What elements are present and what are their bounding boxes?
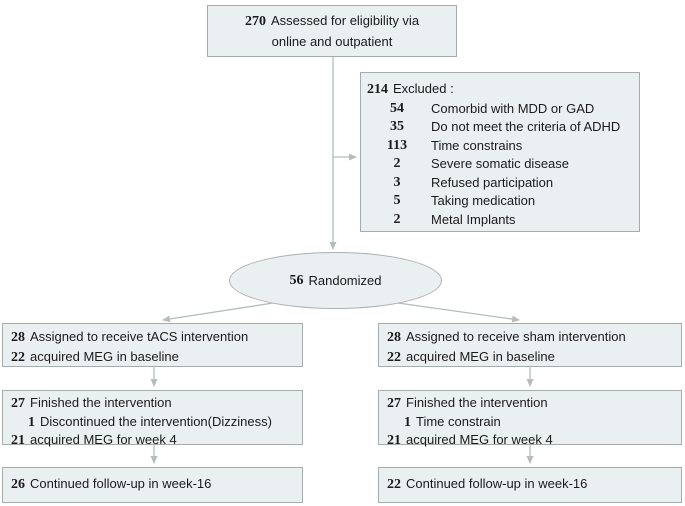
excluded-item: 3 Refused participation <box>367 174 633 193</box>
tacs-week4-box: 27 Finished the intervention 1 Discontinue… <box>2 390 303 448</box>
flow-line-text: Assessed for eligibility via <box>270 13 420 28</box>
flow-line: 1 Time constrain <box>404 413 673 432</box>
flow-line: 22 Continued follow-up in week-16 <box>387 476 673 493</box>
count-value: 27 <box>11 396 25 411</box>
flow-line-text: acquired MEG in baseline <box>30 349 179 364</box>
excluded-item: 2 Severe somatic disease <box>367 155 633 174</box>
count-value: 5 <box>393 193 401 208</box>
excluded-box: 214 Excluded : 54 Comorbid with MDD or GAD… <box>360 72 640 232</box>
count-value: 56 <box>289 272 304 288</box>
flow-line-text: Assigned to receive tACS intervention <box>30 329 249 344</box>
flow-line: 26 Continued follow-up in week-16 <box>11 476 294 493</box>
flow-line-text: Discontinued the intervention(Dizziness) <box>40 413 272 429</box>
excluded-item-label: Refused participation <box>431 174 554 190</box>
flow-line: 27 Finished the intervention <box>387 394 673 413</box>
count-value: 22 <box>11 350 25 365</box>
edge-randomized-to-sham <box>397 302 520 323</box>
excluded-item: 2 Metal Implants <box>367 211 633 230</box>
excluded-header-label: Excluded : <box>393 81 454 96</box>
tacs-followup-box: 26 Continued follow-up in week-16 <box>2 467 303 503</box>
count-value: 26 <box>11 477 25 492</box>
sham-followup-box: 22 Continued follow-up in week-16 <box>378 467 682 503</box>
excluded-header: 214 Excluded : <box>367 80 633 100</box>
sham-week4-box: 27 Finished the intervention 1 Time constr… <box>378 390 682 448</box>
flow-line: 21 acquired MEG for week 4 <box>387 431 673 450</box>
count-value: 21 <box>387 433 401 448</box>
count-value: 21 <box>11 433 25 448</box>
excluded-item-label: Comorbid with MDD or GAD <box>431 100 595 116</box>
flow-line: 22 acquired MEG in baseline <box>11 347 294 367</box>
flow-line-text: Time constrain <box>416 413 501 429</box>
count-value: 22 <box>387 350 401 365</box>
excluded-item: 35 Do not meet the criteria of ADHD <box>367 118 633 137</box>
eligibility-box: 270 Assessed for eligibility via online a… <box>207 5 457 57</box>
flow-line-text: Continued follow-up in week-16 <box>30 476 212 491</box>
flow-line: 28 Assigned to receive tACS intervention <box>11 327 294 347</box>
count-value: 214 <box>367 82 388 97</box>
excluded-item: 5 Taking medication <box>367 192 633 211</box>
flow-line-text: acquired MEG in baseline <box>406 349 555 364</box>
excluded-item: 54 Comorbid with MDD or GAD <box>367 100 633 119</box>
flow-line-text: Finished the intervention <box>406 395 548 410</box>
count-value: 3 <box>393 174 401 190</box>
flow-line: 21 acquired MEG for week 4 <box>11 431 294 450</box>
count-value: 27 <box>387 396 401 411</box>
excluded-item-label: Taking medication <box>431 193 536 208</box>
flow-line-text: Assigned to receive sham intervention <box>406 329 626 344</box>
flow-line: 27 Finished the intervention <box>11 394 294 413</box>
flow-line-text: Continued follow-up in week-16 <box>406 476 588 491</box>
count-value: 28 <box>11 330 25 345</box>
excluded-item-label: Do not meet the criteria of ADHD <box>431 119 621 134</box>
flow-line-text: online and outpatient <box>271 34 393 49</box>
excluded-item-label: Metal Implants <box>431 211 516 227</box>
excluded-item-label: Severe somatic disease <box>431 156 570 171</box>
edge-randomized-to-tacs <box>162 302 274 323</box>
flow-line-text: acquired MEG for week 4 <box>30 432 177 447</box>
count-value: 22 <box>387 477 401 492</box>
flow-line-text: Finished the intervention <box>30 395 172 410</box>
count-value: 1 <box>404 414 411 430</box>
count-value: 28 <box>387 330 401 345</box>
count-value: 113 <box>386 137 408 153</box>
flow-line: 28 Assigned to receive sham intervention <box>387 327 673 347</box>
count-value: 270 <box>244 14 266 29</box>
randomized-node: 56 Randomized <box>229 252 442 309</box>
flow-line-text: acquired MEG for week 4 <box>406 432 553 447</box>
count-value: 2 <box>393 156 401 171</box>
count-value: 1 <box>28 414 35 430</box>
count-value: 54 <box>390 100 404 116</box>
randomized-label: Randomized <box>308 273 382 288</box>
flow-line: 1 Discontinued the intervention(Dizziness… <box>28 413 294 432</box>
count-value: 2 <box>393 211 401 227</box>
count-value: 35 <box>390 119 404 134</box>
excluded-item: 113 Time constrains <box>367 137 633 156</box>
flow-line: 22 acquired MEG in baseline <box>387 347 673 367</box>
excluded-item-label: Time constrains <box>431 137 523 153</box>
flow-line: 270 Assessed for eligibility via <box>208 11 456 32</box>
